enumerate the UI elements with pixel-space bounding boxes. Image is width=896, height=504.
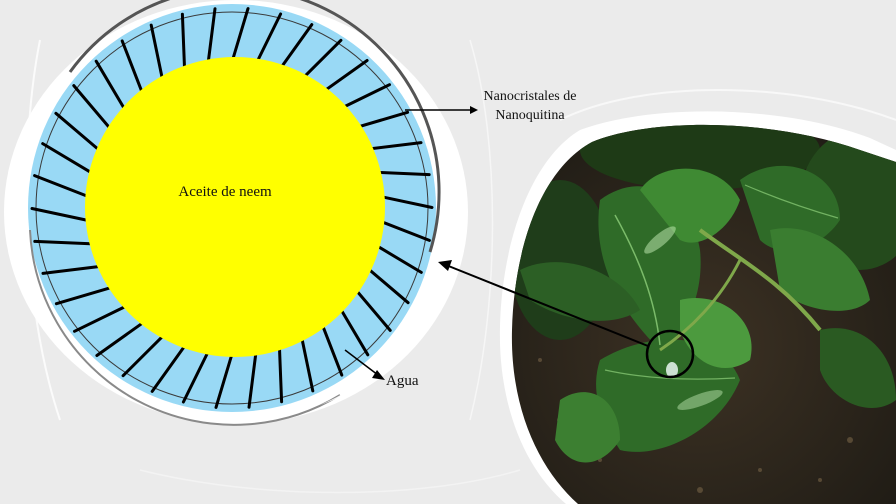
nanocrystal-spike bbox=[33, 239, 92, 246]
nanocrystal-spike bbox=[41, 265, 100, 275]
core-label: Aceite de neem bbox=[178, 184, 272, 200]
nanocrystal-spike bbox=[54, 111, 100, 151]
nanocrystal-spike bbox=[230, 7, 250, 64]
nanocrystal-spike bbox=[376, 194, 434, 209]
nanocrystal-spike bbox=[121, 334, 164, 378]
nanocrystal-spike bbox=[372, 170, 431, 177]
water-swoosh bbox=[320, 262, 446, 405]
nanocrystal-spike bbox=[150, 344, 187, 393]
zoom-arrow-line bbox=[445, 264, 649, 347]
nanocrystal-spike bbox=[337, 305, 370, 357]
nanocrystal-spike bbox=[376, 218, 431, 242]
nanocrystal-spike bbox=[364, 141, 423, 151]
nanocrystal-spike bbox=[181, 350, 210, 404]
water-drop bbox=[666, 362, 678, 378]
arrow-down-right-icon bbox=[372, 370, 385, 380]
avocado-leaf-photo bbox=[499, 111, 896, 504]
circle-highlight-icon bbox=[645, 329, 695, 379]
nanocrystal-spike bbox=[277, 23, 314, 72]
nanocrystal-spike bbox=[352, 110, 410, 130]
nanocrystal-spike bbox=[364, 265, 410, 305]
zoom-arrow bbox=[438, 260, 649, 347]
nanocrystal-spike bbox=[372, 242, 423, 274]
nanocrystal-spike bbox=[254, 12, 283, 66]
nanocrystal-spikes bbox=[30, 7, 434, 409]
nanocrystal-spike bbox=[180, 12, 187, 72]
nanocrystal-spike bbox=[95, 321, 144, 357]
water-arrow-line bbox=[344, 349, 379, 376]
oil-core bbox=[85, 57, 385, 357]
nanocrystal-spike bbox=[73, 305, 127, 333]
water-label: Agua bbox=[386, 373, 419, 389]
nanocrystal-spike bbox=[94, 59, 127, 111]
nanocrystal-spike bbox=[54, 286, 112, 306]
shell-lower-ring bbox=[29, 229, 341, 426]
nanocrystal-spike bbox=[247, 350, 258, 409]
nanocrystal-spike bbox=[149, 23, 164, 82]
nanocrystal-spike bbox=[206, 7, 217, 66]
nanocrystal-spike bbox=[352, 286, 392, 332]
nanocrystal-spike bbox=[337, 83, 391, 111]
arrow-right-icon bbox=[470, 106, 478, 114]
arrow-left-icon bbox=[438, 260, 452, 271]
nanocrystal-spike bbox=[41, 142, 92, 174]
nanocrystal-spike bbox=[30, 207, 88, 222]
nanocrystal-spike bbox=[320, 59, 369, 95]
nanocrystal-spike bbox=[320, 321, 344, 377]
nanocrystal-spike bbox=[120, 39, 144, 95]
shell-outer-ring bbox=[68, 0, 441, 253]
nanocrystal-spike bbox=[300, 334, 315, 393]
nanocrystal-spike bbox=[33, 174, 88, 198]
nanocrystal-spike bbox=[300, 38, 343, 82]
nanocrystal-spike bbox=[72, 84, 112, 130]
shell-label-line1: Nanocristales de bbox=[484, 89, 577, 104]
shell-annotation: Nanocristales de Nanoquitina bbox=[405, 89, 576, 123]
nanocrystal-spike bbox=[277, 344, 284, 404]
droplet: Aceite de neem bbox=[4, 0, 468, 426]
shell-label-line2: Nanoquitina bbox=[495, 108, 565, 123]
nanocrystal-spike bbox=[214, 352, 234, 409]
water-annotation: Agua bbox=[344, 349, 419, 389]
